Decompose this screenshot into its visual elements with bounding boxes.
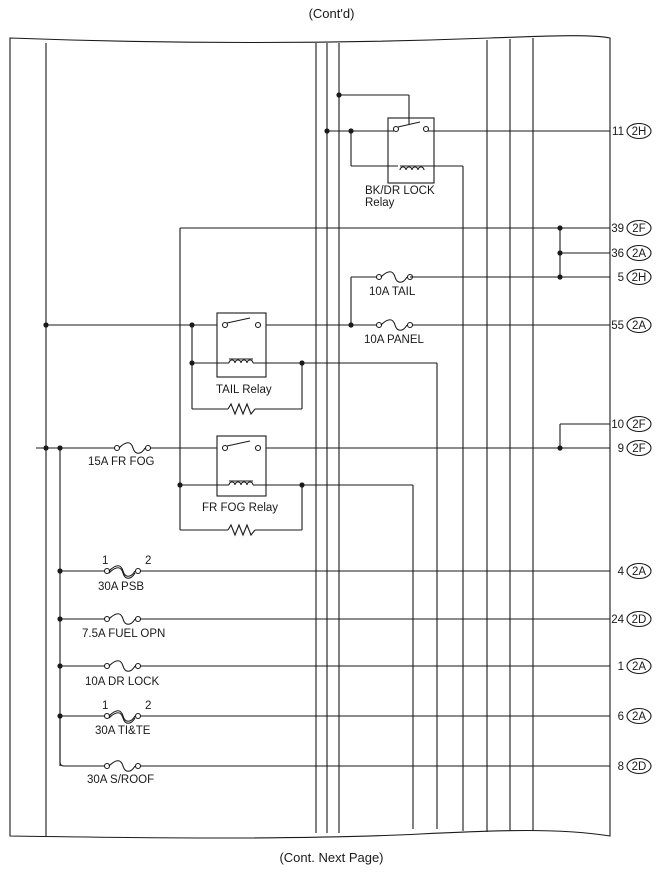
- bkdr-relay-label-line1: BK/DR LOCK: [365, 185, 435, 197]
- fuse-30a-sroof-label: 30A S/ROOF: [87, 774, 154, 786]
- connector-24-2d: 24 2D: [611, 610, 652, 628]
- connector-code: 2F: [632, 443, 645, 455]
- fuse-7-5a-fuelopn-label: 7.5A FUEL OPN: [82, 628, 165, 640]
- fuse-10a-tail: [350, 271, 414, 325]
- connector-9-2f: 9 2F: [618, 439, 652, 457]
- connector-code: 2F: [632, 223, 645, 235]
- connector-11-2h: 11 2H: [612, 122, 652, 140]
- connector-code: 2H: [632, 272, 647, 284]
- frfog-relay-label: FR FOG Relay: [202, 502, 278, 514]
- connector-39-2f: 39 2F: [611, 219, 652, 237]
- connector-code: 2A: [632, 566, 646, 578]
- junction-block-outline: [9, 35, 611, 839]
- connector-10-2f: 10 2F: [611, 415, 652, 433]
- connector-labels: 11 2H 39 2F 36 2A 5 2H 55 2A 10 2F: [611, 122, 652, 775]
- fuse-30a-psb: [57, 565, 610, 579]
- fuse-psb-pin-1: 1: [102, 555, 108, 567]
- fuse-psb-pin-2: 2: [145, 555, 151, 567]
- wire-group-39-36-5: [179, 225, 610, 530]
- wire-10-9: [36, 423, 610, 454]
- connector-pin: 24: [611, 614, 624, 626]
- fuse-10a-panel-label: 10A PANEL: [364, 334, 424, 346]
- connector-pin: 1: [618, 661, 624, 673]
- connector-8-2d: 8 2D: [618, 757, 652, 775]
- vertical-buses: [45, 38, 534, 836]
- tail-relay-label: TAIL Relay: [216, 384, 272, 396]
- wire-55: [43, 319, 610, 409]
- continued-next-page-label: (Cont. Next Page): [279, 850, 384, 865]
- connector-6-2a: 6 2A: [618, 707, 652, 725]
- fuse-10a-drlock: [57, 660, 610, 672]
- fuse-tite-pin-2: 2: [145, 700, 151, 712]
- fuse-30a-psb-label: 30A PSB: [98, 581, 144, 593]
- fuse-15a-frfog-label: 15A FR FOG: [88, 456, 155, 468]
- connector-55-2a: 55 2A: [611, 316, 652, 334]
- connector-pin: 55: [611, 320, 624, 332]
- connector-code: 2F: [632, 419, 645, 431]
- fuse-10a-drlock-label: 10A DR LOCK: [85, 676, 159, 688]
- connector-pin: 9: [618, 443, 624, 455]
- connector-pin: 5: [618, 272, 624, 284]
- connector-pin: 10: [611, 419, 624, 431]
- connector-code: 2D: [632, 761, 647, 773]
- connector-36-2a: 36 2A: [611, 244, 652, 262]
- connector-pin: 6: [618, 711, 624, 723]
- fuse-30a-tite: [57, 710, 610, 724]
- connector-pin: 11: [612, 126, 624, 138]
- connector-code: 2A: [632, 661, 646, 673]
- connector-pin: 39: [611, 223, 624, 235]
- connector-code: 2D: [632, 614, 647, 626]
- fuse-7-5a-fuelopn: [57, 613, 610, 625]
- connector-4-2a: 4 2A: [618, 562, 652, 580]
- connector-pin: 36: [611, 248, 624, 260]
- connector-code: 2H: [632, 126, 647, 138]
- connector-code: 2A: [632, 711, 646, 723]
- connector-code: 2A: [632, 320, 646, 332]
- continued-from-previous-label: (Cont'd): [308, 6, 355, 21]
- connector-code: 2A: [632, 248, 646, 260]
- bkdr-relay-label-line2: Relay: [365, 197, 395, 209]
- fuse-10a-tail-label: 10A TAIL: [369, 286, 416, 298]
- fuse-tite-pin-1: 1: [102, 700, 108, 712]
- connector-pin: 8: [618, 761, 624, 773]
- frfog-relay: [177, 435, 414, 829]
- fuse-30a-tite-label: 30A TI&TE: [95, 725, 151, 737]
- tail-relay: [189, 312, 438, 829]
- connector-1-2a: 1 2A: [618, 657, 652, 675]
- connector-pin: 4: [618, 566, 625, 578]
- connector-5-2h: 5 2H: [618, 268, 652, 286]
- fuse-30a-sroof: [59, 716, 610, 772]
